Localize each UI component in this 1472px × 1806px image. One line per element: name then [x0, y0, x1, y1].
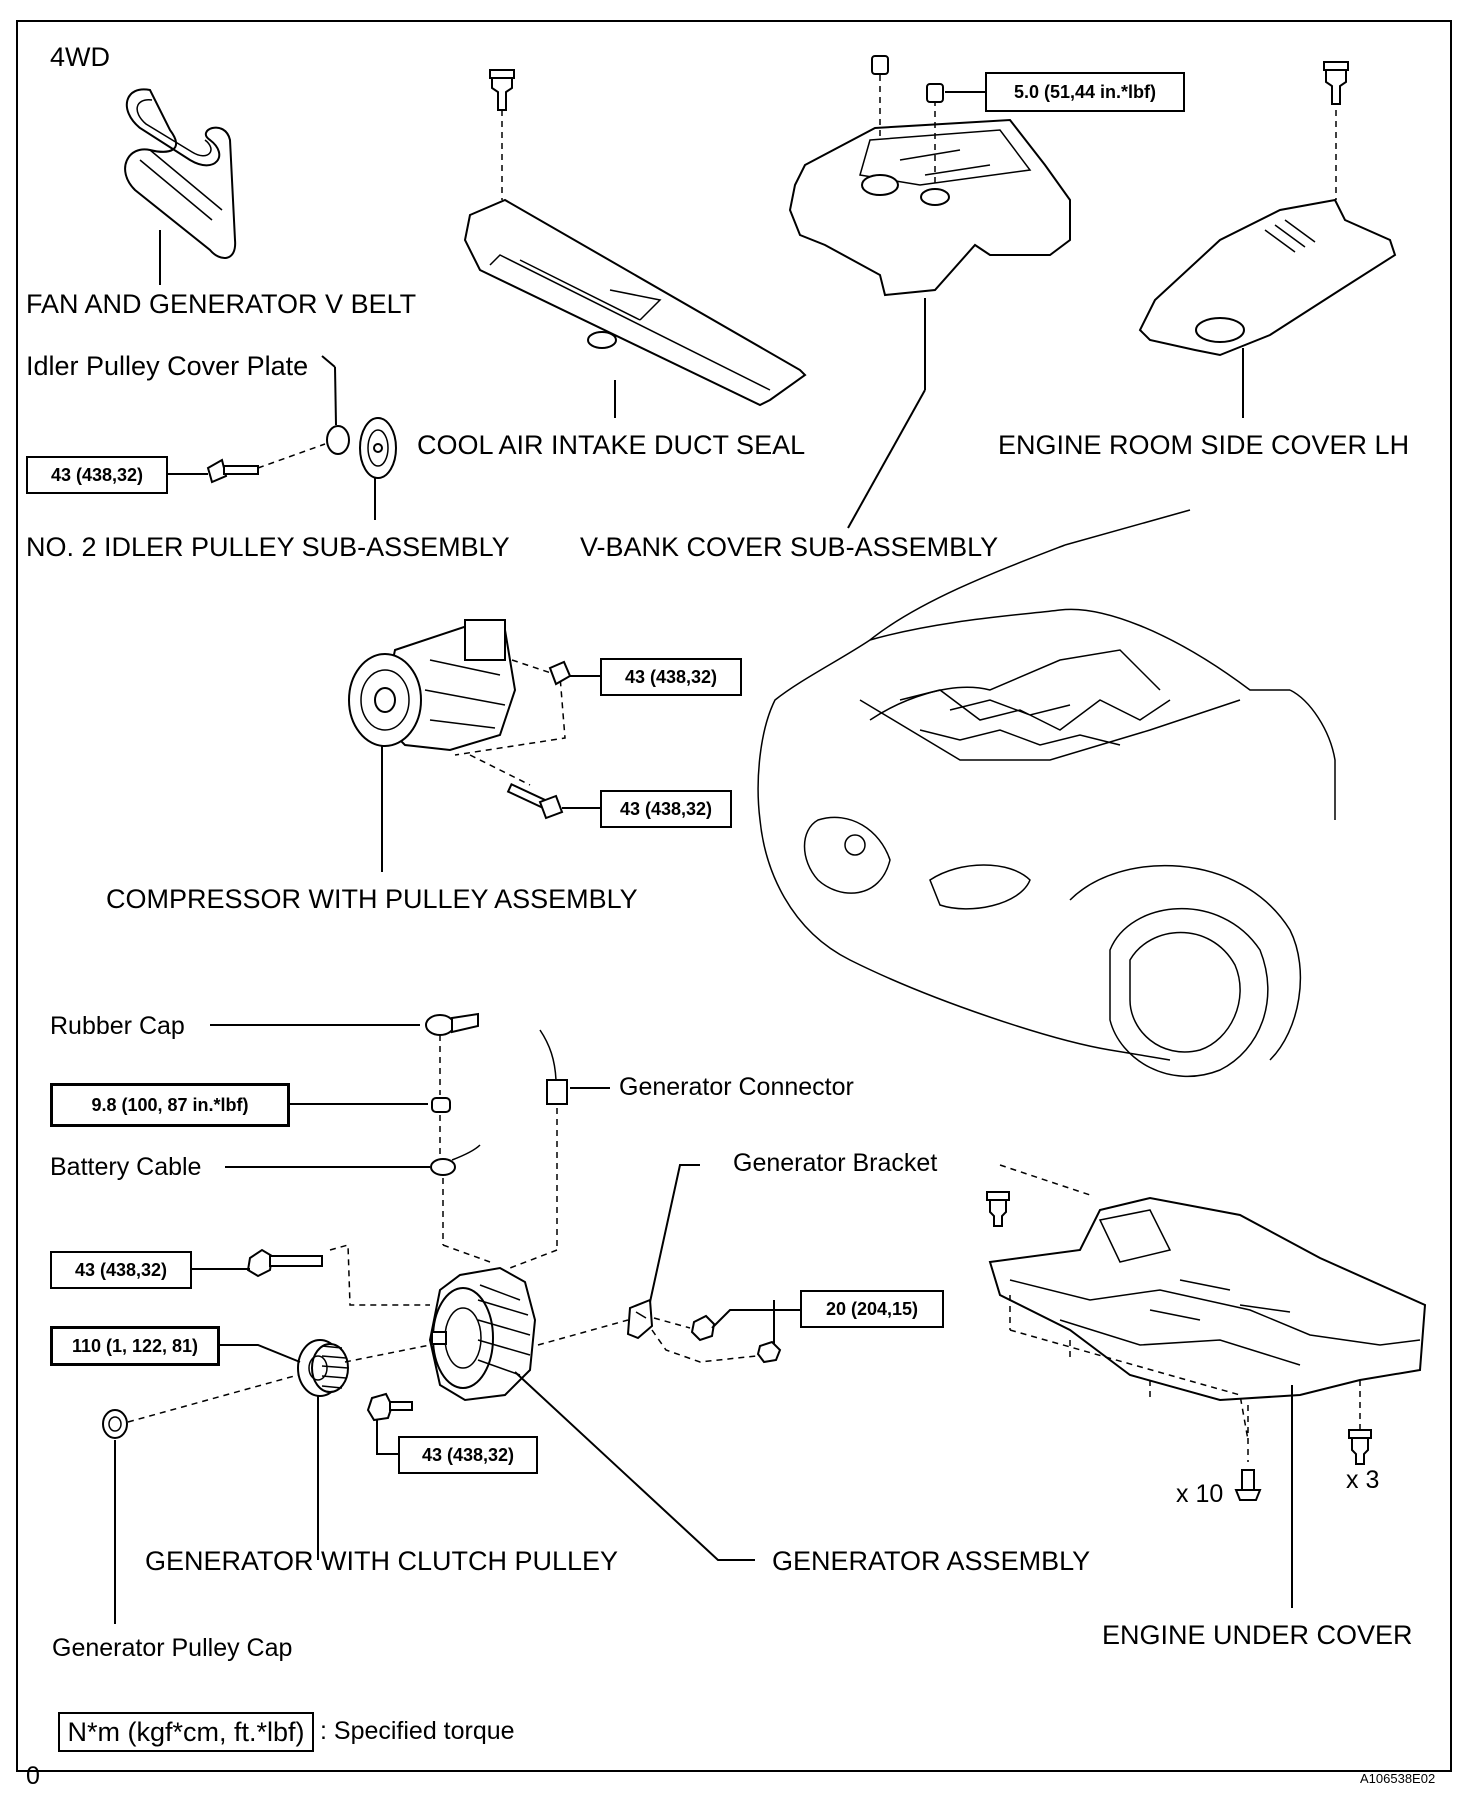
dash-bracket-bolts — [651, 1329, 757, 1363]
generator-bracket-label: Generator Bracket — [733, 1149, 938, 1177]
qty-x3-label: x 3 — [1346, 1466, 1380, 1494]
under-cover-clip-drawing — [986, 1191, 1010, 1227]
idler-cover-plate-label: Idler Pulley Cover Plate — [26, 351, 309, 381]
under-cover-clip-x3-drawing — [1348, 1429, 1372, 1465]
torque-box-idler: 43 (438,32) — [26, 456, 168, 494]
vbank-cover-drawing — [788, 118, 1071, 297]
pulley-cap-drawing — [102, 1409, 128, 1439]
leader-cover-plate-2 — [334, 366, 337, 426]
clip-drawing — [489, 69, 515, 111]
engine-room-side-cover-label: ENGINE ROOM SIDE COVER LH — [998, 430, 1410, 460]
leader-bracket-torque — [711, 1300, 800, 1344]
side-cover-drawing — [1138, 198, 1397, 357]
torque-box-compressor-lower: 43 (438,32) — [600, 790, 732, 828]
dash-battery-cable-2 — [442, 1244, 491, 1263]
idler-pulley-drawing — [326, 417, 397, 479]
torque-box-clutch-pulley: 110 (1, 122, 81) — [50, 1326, 220, 1366]
torque-box-compressor-upper: 43 (438,32) — [600, 658, 742, 696]
torque-box-gen-bolt-lower: 43 (438,32) — [398, 1436, 538, 1474]
rubber-cap-drawing — [425, 1012, 479, 1036]
generator-connector-drawing — [539, 1029, 568, 1105]
torque-box-vbank: 5.0 (51,44 in.*lbf) — [985, 72, 1185, 112]
dash-bracket-bolts-2 — [653, 1317, 691, 1329]
rubber-cap-label: Rubber Cap — [50, 1012, 185, 1040]
bracket-bolts-drawing — [690, 1314, 782, 1364]
battery-cable-drawing — [430, 1144, 481, 1176]
leader-bracket — [649, 1164, 700, 1303]
under-cover-drawing — [988, 1196, 1427, 1402]
dash-clutch-pulley — [344, 1344, 431, 1363]
battery-cable-label: Battery Cable — [50, 1153, 202, 1181]
upper-bolt-drawing — [246, 1248, 323, 1278]
footer-left-mark: 0 — [26, 1762, 40, 1790]
lower-bolt-drawing — [366, 1392, 413, 1422]
engine-under-cover-label: ENGINE UNDER COVER — [1102, 1620, 1413, 1650]
vehicle-drawing — [757, 509, 1336, 1078]
compressor-nut-drawing — [548, 660, 572, 686]
dash-gen-upper-bolt — [329, 1244, 430, 1306]
dash-bracket — [537, 1319, 629, 1346]
qty-x10-label: x 10 — [1176, 1480, 1224, 1508]
vbank-cover-label: V-BANK COVER SUB-ASSEMBLY — [580, 532, 999, 562]
diagram-frame — [16, 20, 1452, 1772]
figure-code: A106538E02 — [1360, 1771, 1436, 1786]
fan-belt-label: FAN AND GENERATOR V BELT — [26, 289, 417, 319]
compressor-bolt-drawing — [506, 783, 564, 820]
battery-nut-drawing — [431, 1097, 451, 1113]
compressor-drawing — [348, 619, 517, 752]
generator-assembly-label: GENERATOR ASSEMBLY — [772, 1546, 1091, 1576]
compressor-label: COMPRESSOR WITH PULLEY ASSEMBLY — [106, 884, 638, 914]
legend-unit-box: N*m (kgf*cm, ft.*lbf) — [58, 1712, 314, 1752]
leader-vbank-2 — [847, 389, 926, 529]
nut-drawing — [871, 55, 944, 103]
generator-clutch-pulley-label: GENERATOR WITH CLUTCH PULLEY — [145, 1546, 619, 1576]
legend-description: : Specified torque — [320, 1717, 515, 1745]
torque-box-battery-nut: 9.8 (100, 87 in.*lbf) — [50, 1083, 290, 1127]
side-cover-clip-drawing — [1323, 61, 1349, 105]
dash-under-clip — [999, 1164, 1091, 1196]
clutch-pulley-drawing — [297, 1339, 349, 1397]
variant-label: 4WD — [50, 42, 110, 72]
dash-pulley-cap — [127, 1374, 299, 1423]
leader-cover-plate-1 — [321, 355, 336, 368]
cool-air-seal-label: COOL AIR INTAKE DUCT SEAL — [417, 430, 806, 460]
dash-connector-2 — [509, 1249, 558, 1269]
leader-clutch-torque — [220, 1344, 301, 1363]
under-cover-bolt-x10-drawing — [1234, 1469, 1262, 1501]
generator-connector-label: Generator Connector — [619, 1073, 854, 1101]
torque-box-gen-bolt-upper: 43 (438,32) — [50, 1251, 192, 1289]
cool-air-seal-drawing — [463, 198, 807, 407]
idler-pulley-label: NO. 2 IDLER PULLEY SUB-ASSEMBLY — [26, 532, 510, 562]
dash-compressor-lower — [469, 754, 531, 786]
dash-under-d — [1009, 1329, 1249, 1462]
generator-pulley-cap-label: Generator Pulley Cap — [52, 1634, 293, 1662]
leader-gen-bolt-lower — [376, 1420, 398, 1455]
v-belt-drawing — [124, 88, 237, 259]
dash-compressor-upper — [454, 659, 566, 756]
dash-idler — [257, 443, 326, 469]
generator-bracket-drawing — [626, 1298, 654, 1340]
leader-generator-assembly — [514, 1371, 755, 1561]
torque-box-bracket: 20 (204,15) — [800, 1290, 944, 1328]
generator-assembly-drawing — [428, 1266, 537, 1402]
idler-bolt-drawing — [206, 458, 259, 484]
